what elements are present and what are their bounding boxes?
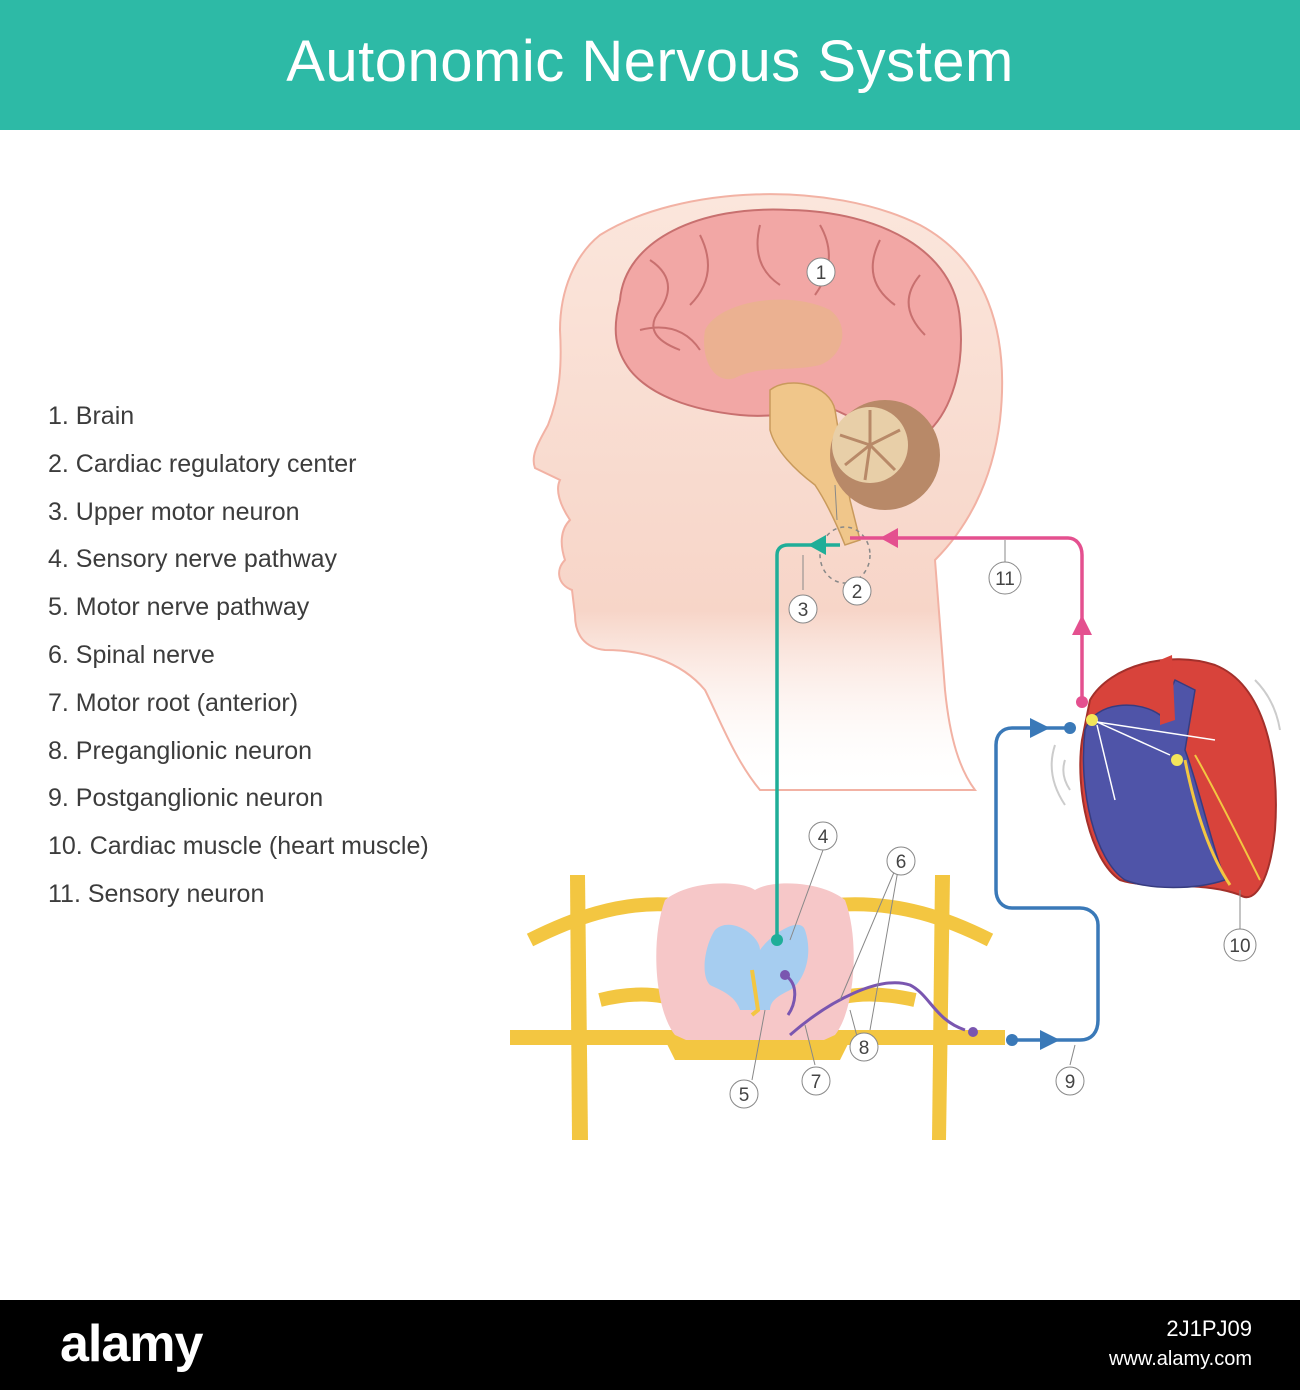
callout-label: 7	[811, 1072, 822, 1093]
callout-1: 1	[806, 257, 836, 287]
brain-inner	[704, 299, 843, 380]
image-id: 2J1PJ09	[1166, 1316, 1252, 1341]
footer-meta: 2J1PJ09 www.alamy.com	[1109, 1314, 1252, 1374]
callout-label: 5	[739, 1085, 750, 1106]
sensory-arrow-up	[1072, 615, 1092, 635]
callout-8: 8	[849, 1032, 879, 1062]
legend-item: 7. Motor root (anterior)	[48, 688, 299, 717]
postganglionic-origin	[1006, 1034, 1018, 1046]
postganglionic-end	[1064, 722, 1076, 734]
postganglionic-arrow-top	[1030, 718, 1050, 738]
legend-item: 2. Cardiac regulatory center	[48, 449, 357, 478]
preganglionic-end	[968, 1027, 978, 1037]
callout-11: 11	[988, 561, 1022, 595]
upper-motor-arrow	[808, 535, 826, 555]
callout-label: 4	[818, 827, 829, 848]
legend-list: 1. Brain 2. Cardiac regulatory center 3.…	[48, 398, 429, 924]
alamy-logo: alamy	[60, 1315, 203, 1373]
sensory-path	[850, 536, 1084, 700]
legend-item: 5. Motor nerve pathway	[48, 593, 310, 622]
legend-item: 8. Preganglionic neuron	[48, 736, 313, 765]
legend-item: 3. Upper motor neuron	[48, 497, 300, 526]
callout-label: 8	[859, 1038, 870, 1059]
callout-label: 11	[995, 569, 1015, 590]
callout-10: 10	[1223, 928, 1257, 962]
page-title: Autonomic Nervous System	[286, 29, 1014, 94]
preganglionic-origin	[780, 970, 790, 980]
callout-label: 1	[816, 263, 827, 284]
brainstem	[769, 382, 861, 546]
callout-label: 9	[1065, 1072, 1076, 1093]
callout-9: 9	[1055, 1066, 1085, 1096]
cerebellum-folds	[839, 410, 901, 481]
sensory-arrow-left	[880, 528, 898, 548]
leader-lines	[751, 484, 1241, 1081]
legend-item: 9. Postganglionic neuron	[48, 784, 324, 813]
sensory-origin	[1076, 696, 1088, 708]
callout-layer: 1 2 3 4 5 6 7 8 9 10 11	[729, 257, 1257, 1109]
callout-2: 2	[842, 576, 872, 606]
footer-url: www.alamy.com	[1109, 1348, 1252, 1370]
title-banner: Autonomic Nervous System	[0, 0, 1300, 130]
callout-5: 5	[729, 1079, 759, 1109]
postganglionic-arrow-bottom	[1040, 1030, 1060, 1050]
spinal-cord	[510, 875, 1005, 1140]
callout-6: 6	[886, 846, 916, 876]
upper-motor-path	[775, 543, 840, 940]
postganglionic-path	[994, 726, 1100, 1042]
anatomy-diagram	[510, 193, 1281, 1140]
callout-7: 7	[801, 1066, 831, 1096]
callout-label: 3	[798, 600, 809, 621]
legend-item: 4. Sensory nerve pathway	[48, 545, 338, 574]
callout-label: 10	[1229, 936, 1250, 957]
legend-item: 11. Sensory neuron	[48, 879, 265, 908]
heart	[1050, 655, 1281, 898]
legend-item: 10. Cardiac muscle (heart muscle)	[48, 832, 429, 861]
footer-bar: alamy 2J1PJ09 www.alamy.com	[0, 1300, 1300, 1390]
callout-label: 6	[896, 852, 907, 873]
upper-motor-origin	[771, 934, 783, 946]
callout-3: 3	[788, 594, 818, 624]
callout-4: 4	[808, 821, 838, 851]
legend-item: 6. Spinal nerve	[48, 640, 215, 669]
legend-item: 1. Brain	[48, 402, 135, 430]
callout-label: 2	[852, 582, 863, 603]
